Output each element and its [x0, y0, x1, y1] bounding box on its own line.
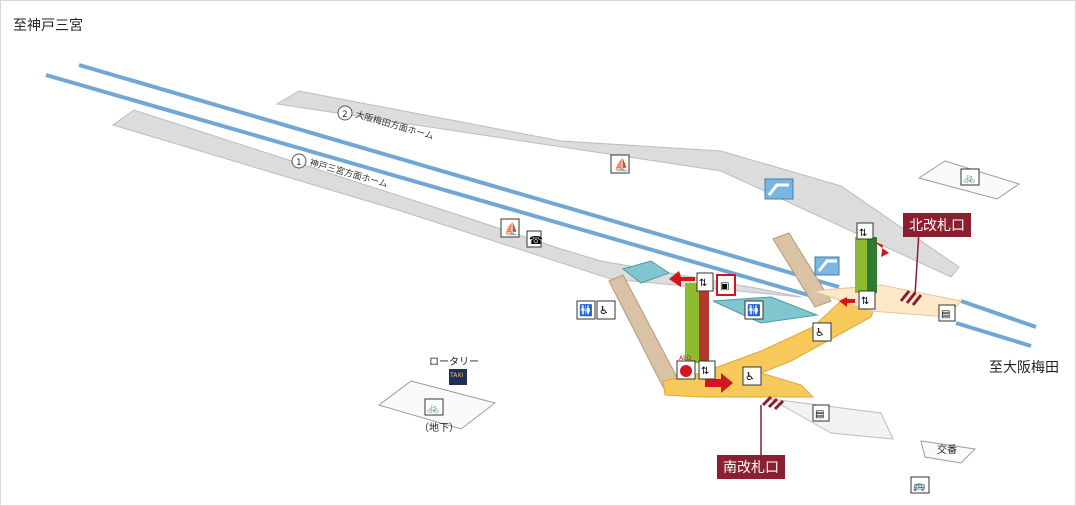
svg-text:▤: ▤	[941, 309, 950, 320]
waiting-room-east	[712, 296, 819, 324]
svg-text:♿: ♿	[745, 370, 755, 383]
platform-2-number-circle	[337, 105, 353, 121]
arrow-north-gate	[839, 297, 855, 307]
stairs-west	[608, 274, 680, 388]
waiting-room-west	[621, 260, 671, 284]
svg-text:▣: ▣	[720, 281, 729, 292]
koban-label: 交番	[937, 445, 957, 456]
north-gate-stripes	[899, 290, 923, 306]
svg-text:⇅: ⇅	[699, 278, 707, 289]
taxi-icon: TAXI	[449, 369, 467, 385]
svg-text:⇅: ⇅	[859, 228, 867, 239]
accessible-icon: ♿	[812, 322, 832, 342]
south-gate-label: 南改札口	[717, 455, 785, 479]
stairs-icon: ⛵	[610, 154, 630, 174]
stairs-east	[772, 232, 832, 308]
ticket-machine-icon: ▣	[716, 274, 736, 296]
platform-2-number: 2	[342, 110, 348, 120]
aed-icon: AED	[676, 355, 696, 380]
south-passage	[770, 398, 894, 440]
concourse	[662, 294, 880, 398]
north-gate-pointer	[914, 230, 920, 296]
svg-text:🚻: 🚻	[747, 304, 761, 317]
svg-text:🚲: 🚲	[963, 173, 975, 184]
svg-text:🚻: 🚻	[579, 304, 593, 317]
restroom-icon: 🚻	[576, 300, 596, 320]
koban-pad	[920, 440, 977, 464]
svg-text:TAXI: TAXI	[449, 372, 463, 379]
svg-text:▤: ▤	[815, 409, 824, 420]
svg-text:♿: ♿	[599, 304, 609, 317]
track-lower	[45, 73, 830, 303]
arrow-north-down	[873, 241, 889, 257]
track-upper	[78, 63, 840, 289]
escalator-icon	[764, 178, 794, 200]
bicycle-icon: 🚲	[424, 398, 444, 416]
elevator-icon: ⇅	[696, 272, 714, 292]
svg-text:AED: AED	[679, 355, 692, 362]
elevator-icon: ⇅	[858, 290, 876, 310]
arrow-west-exit	[669, 271, 695, 287]
svg-text:⛵: ⛵	[504, 222, 519, 236]
svg-text:⇅: ⇅	[861, 296, 869, 307]
ticket-gate-icon: ▤	[938, 304, 956, 322]
svg-text:☎: ☎	[529, 234, 543, 247]
direction-kobe: 至神戸三宮	[13, 18, 83, 34]
rotary-label: ロータリー	[429, 357, 479, 368]
accessible-icon: ♿	[596, 300, 616, 320]
phone-icon: ☎	[526, 230, 543, 248]
elevator-icon: ⇅	[856, 222, 874, 240]
track-upper-east	[960, 299, 1037, 329]
escalator-icon	[814, 256, 840, 276]
restroom-icon: 🚻	[744, 300, 764, 320]
platform-1-number: 1	[296, 158, 302, 168]
elevator-shaft-north-red	[867, 237, 877, 293]
underground-label: （地下）	[419, 423, 459, 434]
elevator-shaft-south-red	[699, 283, 709, 363]
accessible-icon: ♿	[742, 366, 762, 386]
ticket-gate-icon: ▤	[812, 404, 830, 422]
svg-text:♿: ♿	[815, 326, 825, 339]
arrow-south-exit	[705, 373, 733, 393]
north-gate-label: 北改札口	[903, 213, 971, 237]
track-lower-east	[955, 321, 1032, 348]
elevator-icon: ⇅	[698, 360, 716, 380]
direction-umeda: 至大阪梅田	[989, 360, 1059, 376]
stairs-icon: ⛵	[500, 218, 520, 238]
svg-text:⛵: ⛵	[614, 158, 629, 172]
svg-text:⇅: ⇅	[701, 366, 709, 377]
svg-text:🚲: 🚲	[427, 403, 439, 414]
bicycle-icon: 🚲	[960, 168, 980, 186]
platform-1	[111, 109, 802, 298]
platform-1-number-circle	[291, 153, 307, 169]
bus-icon: 🚌	[910, 476, 930, 494]
svg-text:🚌: 🚌	[913, 481, 926, 492]
south-gate-stripes	[761, 395, 785, 411]
